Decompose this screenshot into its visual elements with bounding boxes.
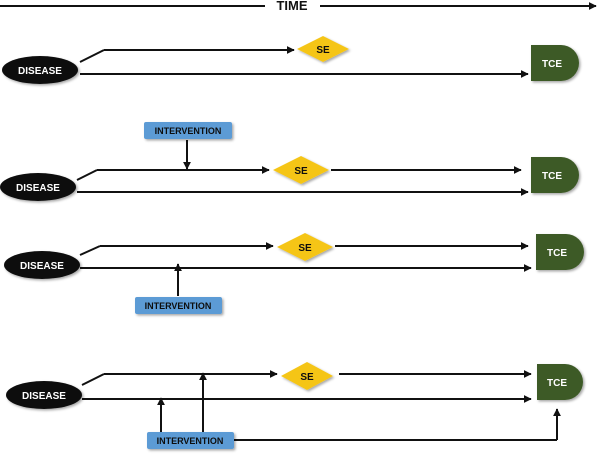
connector: [79, 245, 101, 256]
disease-node: DISEASE: [2, 56, 78, 84]
disease-label: DISEASE: [16, 183, 60, 194]
connector: [81, 373, 105, 386]
scenario-2: INTERVENTION DISEASE SE TCE: [0, 122, 579, 201]
connector: [76, 169, 98, 181]
tce-label: TCE: [547, 378, 567, 389]
disease-node: DISEASE: [0, 173, 76, 201]
time-axis-label: TIME: [276, 0, 307, 13]
se-node: SE: [277, 233, 333, 261]
time-axis: TIME: [0, 0, 597, 13]
scenario-3: DISEASE SE TCE INTERVENTION: [4, 233, 584, 314]
intervention-label: INTERVENTION: [145, 301, 212, 311]
se-label: SE: [300, 372, 314, 383]
se-node: SE: [273, 156, 329, 184]
intervention-box: INTERVENTION: [147, 432, 234, 449]
scenario-4: DISEASE SE TCE INTERVENTION: [6, 362, 583, 449]
tce-node: TCE: [531, 157, 579, 193]
intervention-box: INTERVENTION: [144, 122, 232, 139]
scenario-1: DISEASE SE TCE: [2, 36, 579, 84]
se-node: SE: [281, 362, 333, 390]
se-label: SE: [298, 243, 312, 254]
se-label: SE: [316, 45, 330, 56]
intervention-label: INTERVENTION: [155, 126, 222, 136]
tce-label: TCE: [547, 248, 567, 259]
disease-label: DISEASE: [22, 391, 66, 402]
tce-node: TCE: [536, 234, 584, 270]
tce-node: TCE: [537, 364, 583, 400]
tce-label: TCE: [542, 171, 562, 182]
intervention-label: INTERVENTION: [157, 436, 224, 446]
disease-node: DISEASE: [6, 381, 82, 409]
se-label: SE: [294, 166, 308, 177]
intervention-box: INTERVENTION: [135, 297, 222, 314]
tce-node: TCE: [531, 45, 579, 81]
connector: [79, 49, 105, 63]
tce-label: TCE: [542, 59, 562, 70]
disease-node: DISEASE: [4, 251, 80, 279]
se-node: SE: [297, 36, 349, 62]
disease-label: DISEASE: [18, 66, 62, 77]
disease-label: DISEASE: [20, 261, 64, 272]
